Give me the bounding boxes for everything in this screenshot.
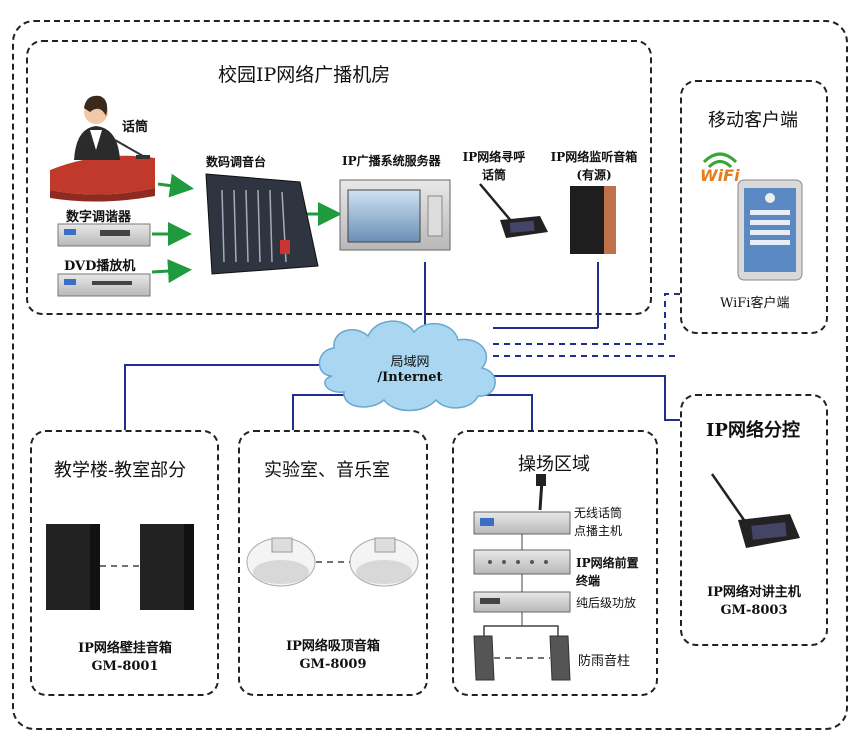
mixer-label: 数码调音台 bbox=[206, 155, 267, 169]
tuner-label: 数字调谐器 bbox=[66, 210, 132, 225]
front-terminal-label-line2: 终端 bbox=[576, 574, 601, 588]
lan-cloud bbox=[318, 320, 496, 412]
wall-speaker-label-line2: GM-8001 bbox=[91, 659, 159, 674]
wifi-logo bbox=[702, 152, 738, 169]
dvd-label: DVD播放机 bbox=[64, 259, 136, 274]
lan-label: 局域网 bbox=[390, 355, 430, 370]
ceiling-speaker-label-line2: GM-8009 bbox=[299, 657, 367, 672]
phone-device bbox=[737, 179, 803, 281]
lab-music-room-title: 实验室、音乐室 bbox=[264, 460, 390, 481]
server-device bbox=[339, 179, 451, 251]
wireless-host-label-line1: 无线话筒 bbox=[574, 506, 623, 520]
internet-label: /Internet bbox=[377, 370, 443, 385]
tuner-device bbox=[57, 223, 151, 247]
column-speaker-label: 防雨音柱 bbox=[578, 654, 631, 669]
ceiling-speakers bbox=[246, 537, 419, 587]
column-speakers bbox=[473, 612, 571, 681]
wireless-host-label-line2: 点播主机 bbox=[574, 524, 623, 538]
intercom-label: IP网络对讲主机 GM-8003 bbox=[686, 584, 822, 620]
mic-label: 话筒 bbox=[122, 120, 149, 135]
mobile-client-title: 移动客户端 bbox=[708, 110, 798, 131]
mobile-client-box bbox=[680, 80, 828, 334]
lab-music-room-box bbox=[238, 430, 428, 696]
wifi-dashed-lines bbox=[493, 293, 680, 357]
dvd-device bbox=[57, 273, 151, 297]
front-terminal-label-line1: IP网络前置 bbox=[576, 556, 639, 570]
wall-speakers bbox=[46, 524, 194, 610]
monitor-speaker-label-line2: (有源) bbox=[576, 168, 612, 182]
front-terminal-label: IP网络前置 终端 bbox=[576, 554, 639, 590]
presenter-illustration bbox=[50, 95, 155, 202]
monitor-speaker-label: IP网络监听音箱 (有源) bbox=[546, 148, 642, 184]
monitor-speaker-device bbox=[570, 186, 616, 254]
branch-control-box bbox=[680, 394, 828, 646]
wall-speaker-label-line1: IP网络壁挂音箱 bbox=[78, 641, 172, 656]
mixer-device bbox=[205, 173, 319, 275]
playground-box bbox=[452, 430, 658, 696]
paging-mic-label-line2: 话筒 bbox=[481, 168, 506, 182]
wireless-host-label: 无线话筒 点播主机 bbox=[574, 504, 622, 540]
outer-frame bbox=[12, 20, 848, 730]
wifi-client-label: WiFi客户端 bbox=[720, 296, 790, 311]
teaching-building-box bbox=[30, 430, 219, 696]
intercom-device bbox=[710, 473, 800, 548]
control-room-title: 校园IP网络广播机房 bbox=[218, 64, 391, 86]
wall-speaker-label: IP网络壁挂音箱 GM-8001 bbox=[40, 640, 210, 676]
power-amp-label: 纯后级功放 bbox=[576, 596, 637, 610]
server-label: IP广播系统服务器 bbox=[342, 154, 441, 168]
branch-control-title: IP网络分控 bbox=[706, 420, 800, 441]
wifi-logo-text: WiFi bbox=[700, 166, 740, 185]
intercom-label-line1: IP网络对讲主机 bbox=[707, 585, 801, 600]
playground-title: 操场区域 bbox=[518, 454, 590, 475]
paging-mic-device bbox=[479, 183, 548, 238]
teaching-building-title: 教学楼-教室部分 bbox=[54, 460, 187, 481]
playground-equipment bbox=[473, 474, 571, 613]
monitor-speaker-label-line1: IP网络监听音箱 bbox=[550, 150, 638, 164]
ceiling-speaker-label-line1: IP网络吸顶音箱 bbox=[286, 639, 380, 654]
paging-mic-label: IP网络寻呼 话筒 bbox=[462, 148, 526, 184]
control-room-box bbox=[26, 40, 652, 315]
intercom-label-line2: GM-8003 bbox=[720, 603, 788, 618]
paging-mic-label-line1: IP网络寻呼 bbox=[462, 150, 526, 164]
ceiling-speaker-label: IP网络吸顶音箱 GM-8009 bbox=[248, 638, 418, 674]
